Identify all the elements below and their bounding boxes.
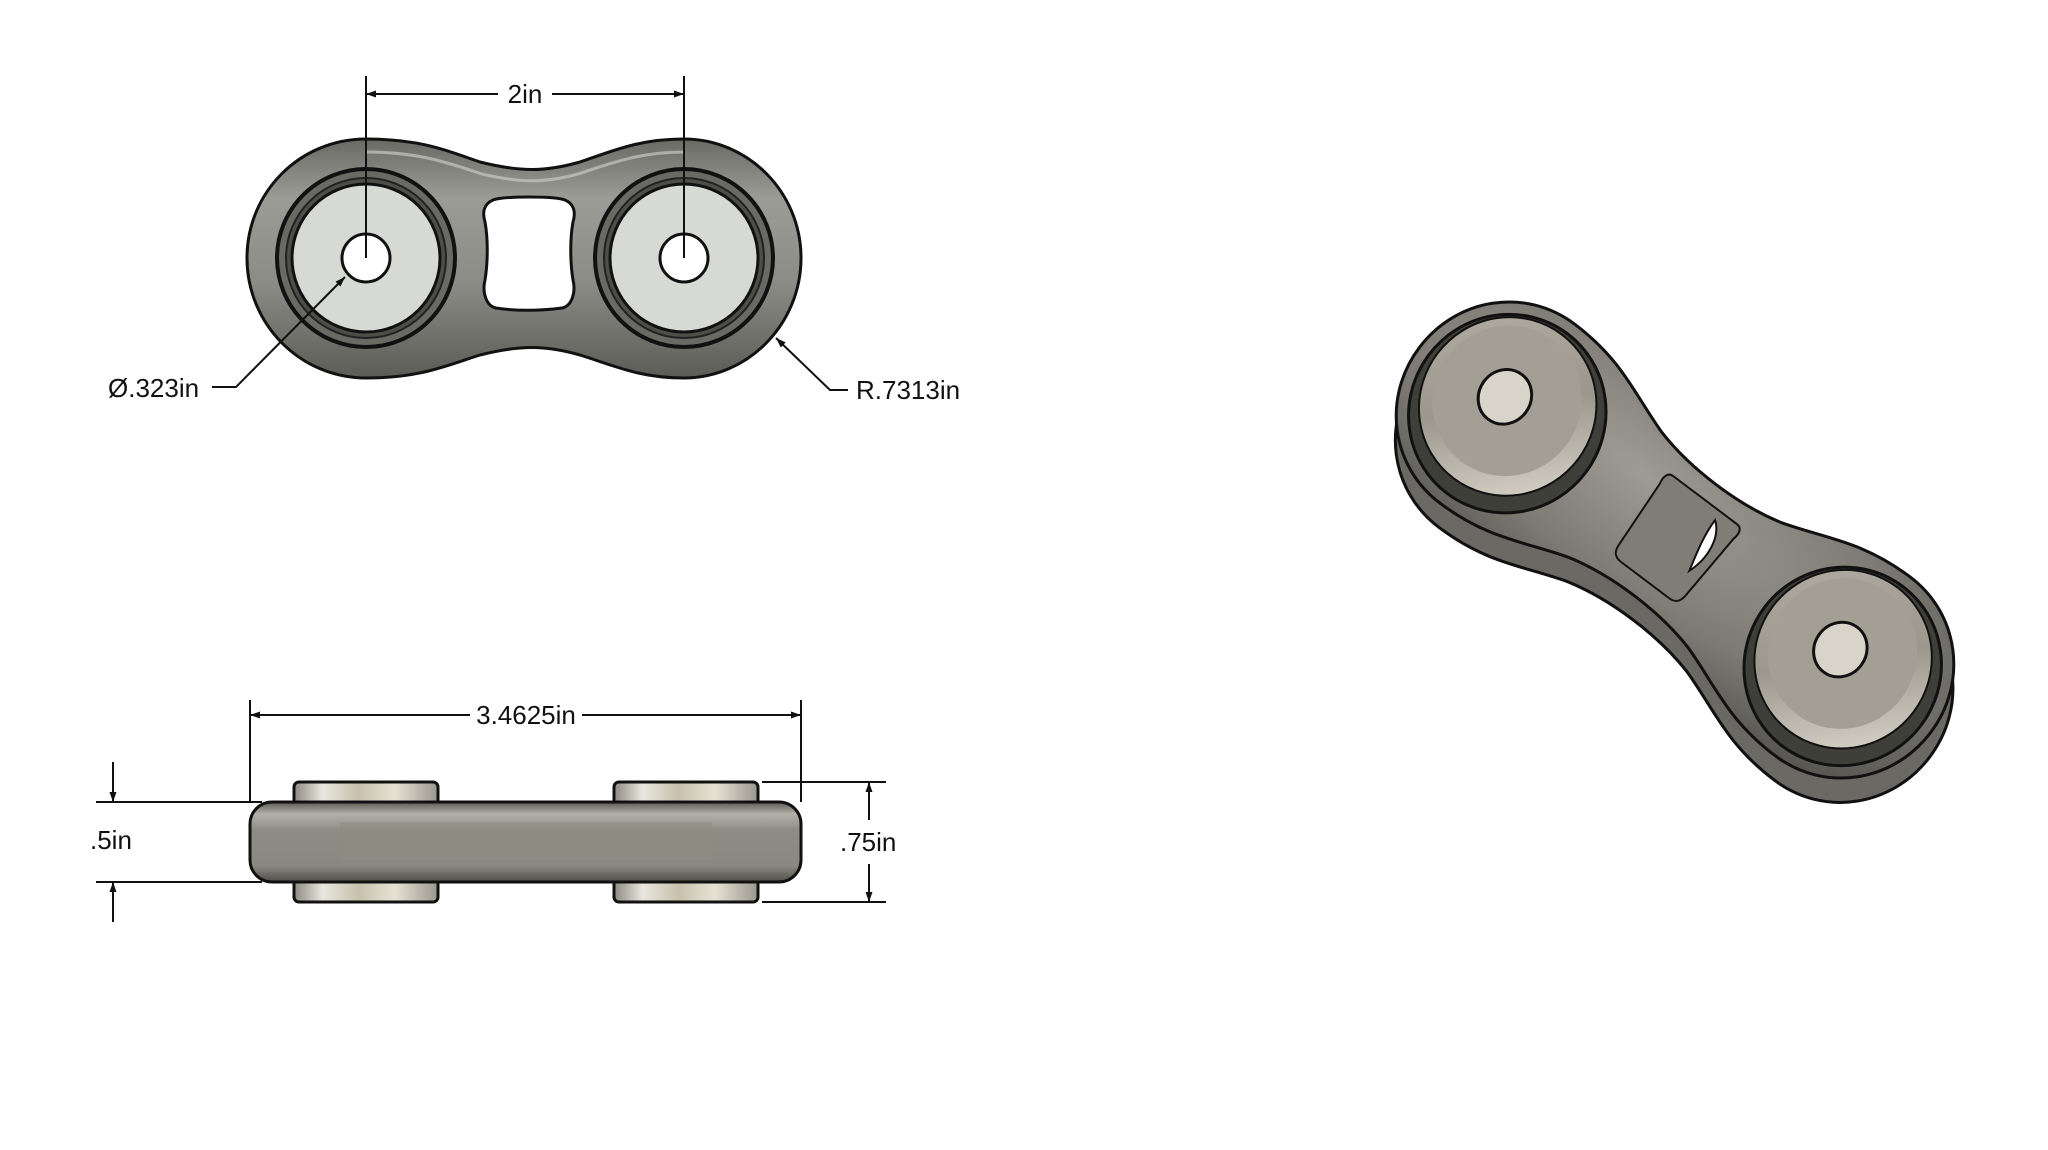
dim-body-thickness: .5in xyxy=(90,825,132,855)
iso-left-bore xyxy=(1476,368,1534,426)
dim-center-distance: 2in xyxy=(508,79,543,109)
isometric-view xyxy=(1393,300,1956,804)
dim-hole-diameter: Ø.323in xyxy=(108,373,199,403)
iso-center-pocket xyxy=(1614,473,1741,602)
iso-right-bore xyxy=(1812,620,1869,679)
dim-overall-length: 3.4625in xyxy=(476,700,576,730)
dim-end-radius: R.7313in xyxy=(856,375,960,405)
dim-bushing-height: .75in xyxy=(840,827,896,857)
center-pocket xyxy=(482,195,576,312)
top-view: 2in Ø.323in R.7313in xyxy=(108,76,960,405)
side-view: 3.4625in .5in .75in xyxy=(90,700,896,922)
